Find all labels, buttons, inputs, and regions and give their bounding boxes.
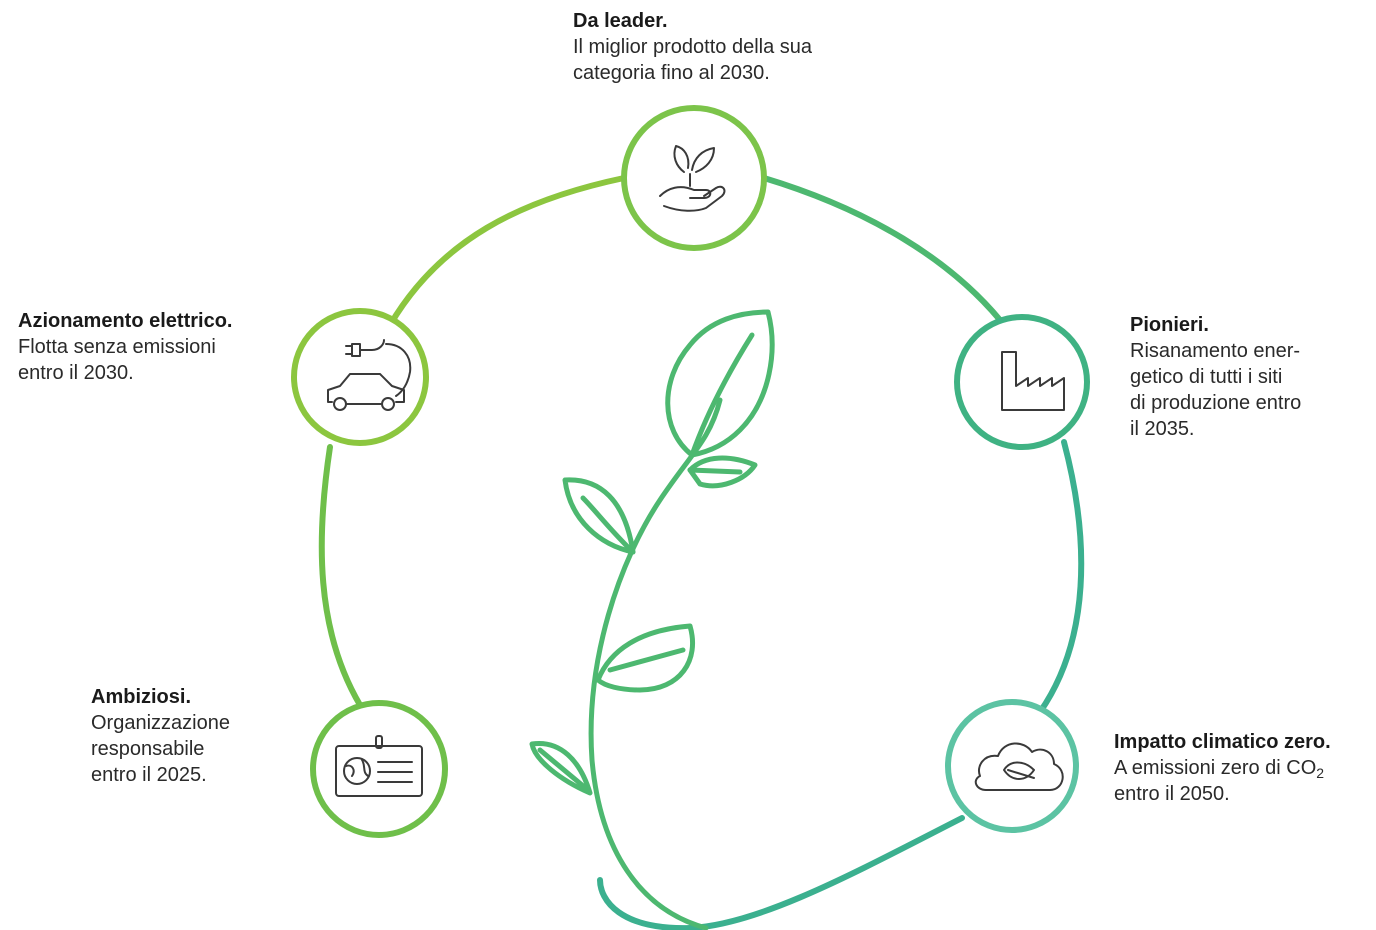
vine-leaf-left-vein xyxy=(580,495,636,555)
milestone-description: Organizzazione responsabile entro il 202… xyxy=(91,710,291,788)
milestone-label-pionieri: Pionieri. Risanamento ener- getico di tu… xyxy=(1130,312,1360,442)
vine-leaf-top xyxy=(665,309,775,458)
hand-with-leaves-icon xyxy=(659,145,726,212)
milestone-label-impatto: Impatto climatico zero. A emissioni zero… xyxy=(1114,729,1376,807)
description-line: A emissioni zero di CO2 xyxy=(1114,755,1376,781)
vine-leaf-left xyxy=(562,477,636,555)
description-line: Risanamento ener- xyxy=(1130,340,1301,362)
vine-leaf-top-vein xyxy=(689,332,755,458)
electric-car-icon xyxy=(327,339,412,411)
milestone-node-pionieri xyxy=(954,314,1090,450)
milestone-title: Azionamento elettrico. xyxy=(18,310,233,332)
milestone-description: Risanamento ener- getico di tutti i siti… xyxy=(1130,338,1360,442)
vine-leaf-right-small xyxy=(687,455,758,489)
milestone-title: Da leader. xyxy=(573,10,668,32)
milestone-description: A emissioni zero di CO2 entro il 2050. xyxy=(1114,755,1376,807)
vine-leaf-bottom-vein xyxy=(537,747,591,793)
cloud-leaf-icon xyxy=(974,742,1064,791)
description-line: entro il 2030. xyxy=(18,362,134,384)
milestone-label-azionamento: Azionamento elettrico. Flotta senza emis… xyxy=(18,308,298,386)
vine-stem xyxy=(588,397,723,930)
factory-icon xyxy=(1001,351,1065,411)
milestone-title: Impatto climatico zero. xyxy=(1114,731,1331,753)
vine-leaf-middle xyxy=(595,623,696,693)
milestone-node-ambiziosi xyxy=(310,700,448,838)
description-line: il 2035. xyxy=(1130,418,1195,440)
milestone-label-leader: Da leader. Il miglior prodotto della sua… xyxy=(573,8,913,86)
milestone-description: Flotta senza emissioni entro il 2030. xyxy=(18,334,298,386)
milestone-node-impatto xyxy=(945,699,1079,833)
description-line: responsabile xyxy=(91,738,205,760)
loop-arc-right xyxy=(1037,439,1085,715)
milestone-title: Ambiziosi. xyxy=(91,686,192,708)
co2-text: A emissioni zero di CO xyxy=(1114,757,1317,779)
vine-leaf-bottom xyxy=(529,741,593,796)
loop-arc-top-left xyxy=(387,175,627,328)
description-line: Il miglior prodotto della sua xyxy=(573,36,813,58)
description-line: di produzione entro xyxy=(1130,392,1302,414)
milestone-description: Il miglior prodotto della sua categoria … xyxy=(573,34,913,86)
co2-subscript: 2 xyxy=(1316,765,1325,781)
vine-leaf-middle-vein xyxy=(607,647,686,673)
milestone-node-leader xyxy=(621,105,767,251)
loop-arc-top-right xyxy=(761,175,1003,323)
milestone-node-azionamento xyxy=(291,308,429,446)
milestone-title: Pionieri. xyxy=(1130,314,1209,336)
description-line: getico di tutti i siti xyxy=(1130,366,1283,388)
description-line: entro il 2025. xyxy=(91,764,207,786)
milestone-label-ambiziosi: Ambiziosi. Organizzazione responsabile e… xyxy=(91,684,291,788)
vine-illustration xyxy=(529,309,775,930)
vine-leaf-right-small-vein xyxy=(687,467,743,475)
description-line: Organizzazione xyxy=(91,712,230,734)
loop-arc-left xyxy=(318,444,363,708)
id-card-globe-icon xyxy=(335,735,423,797)
description-line: entro il 2050. xyxy=(1114,783,1230,805)
loop-arc-bottom xyxy=(597,815,965,930)
description-line: categoria fino al 2030. xyxy=(573,62,770,84)
description-line: Flotta senza emissioni xyxy=(18,336,216,358)
milestone-loop xyxy=(318,175,1085,930)
